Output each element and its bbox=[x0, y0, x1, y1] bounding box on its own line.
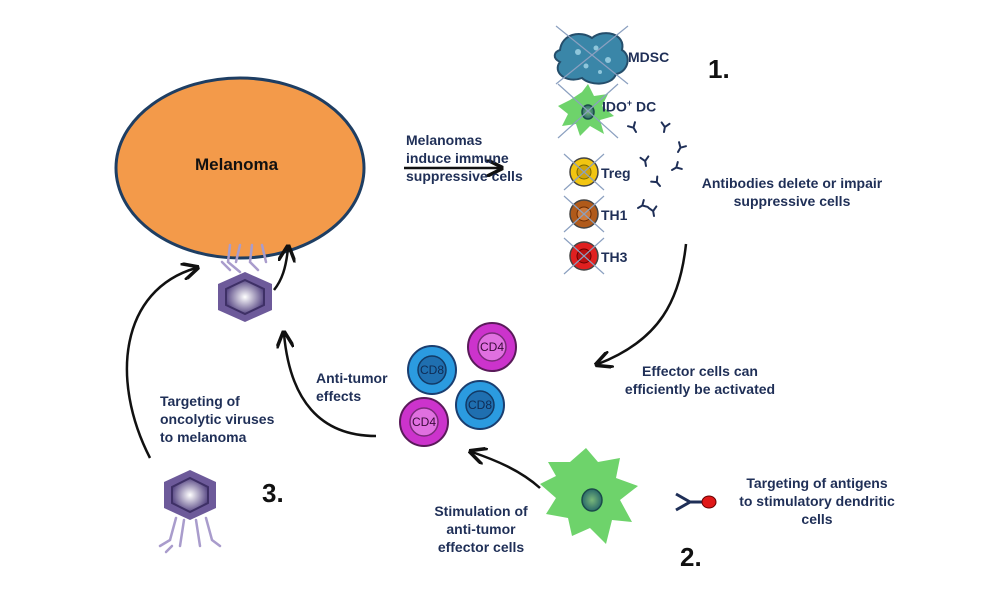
antibody-icons bbox=[627, 121, 687, 217]
melanoma-tumor bbox=[114, 76, 366, 260]
cd4-bottom-label: CD4 bbox=[411, 415, 436, 429]
cd8-cell-bottom bbox=[455, 380, 505, 430]
arrow-activation bbox=[598, 243, 688, 364]
antibodies-label: Antibodies delete or impair suppressive … bbox=[701, 175, 883, 209]
arrow-stimulation bbox=[472, 452, 541, 489]
arrow-antitumor bbox=[284, 334, 377, 438]
ido-dc-label: IDO+ DC bbox=[602, 98, 657, 115]
virus-icon-attached bbox=[218, 272, 272, 322]
step-two-number: 2. bbox=[680, 542, 702, 572]
th1-cell-icon bbox=[563, 195, 605, 233]
th3-cell-icon bbox=[563, 237, 605, 275]
oncolytic-label: Targeting of oncolytic viruses to melano… bbox=[160, 393, 275, 445]
step-one-number: 1. bbox=[708, 54, 730, 84]
ido-dc-cell-icon bbox=[557, 83, 619, 139]
dendritic-cell-icon bbox=[540, 448, 638, 544]
stimulation-label: Stimulation of anti-tumor effector cells bbox=[434, 503, 528, 555]
cd8-top-label: CD8 bbox=[419, 363, 444, 377]
tumor-receptor bbox=[220, 243, 268, 274]
treg-cell-icon bbox=[563, 153, 605, 191]
melanoma-label: Melanoma bbox=[195, 155, 279, 174]
induce-label: Melanomas induce immune suppressive cell… bbox=[406, 132, 523, 184]
cd8-bottom-label: CD8 bbox=[467, 398, 492, 412]
arrow-virus-tumor bbox=[273, 248, 288, 291]
treg-label: Treg bbox=[601, 165, 631, 181]
mdsc-cell-icon bbox=[553, 25, 629, 85]
cd4-cell-bottom bbox=[399, 397, 449, 447]
antitumor-effects-label: Anti-tumor effects bbox=[316, 370, 388, 404]
cd4-cell-top bbox=[467, 322, 517, 372]
virus-icon-free bbox=[158, 470, 222, 554]
antigen-antibody-icon bbox=[675, 492, 717, 512]
th3-label: TH3 bbox=[601, 249, 628, 265]
arrow-oncolytic bbox=[125, 268, 196, 459]
mdsc-label: MDSC bbox=[628, 49, 670, 65]
th1-label: TH1 bbox=[601, 207, 628, 223]
antigen-targeting-label: Targeting of antigens to stimulatory den… bbox=[739, 475, 895, 527]
step-three-number: 3. bbox=[262, 478, 284, 508]
cd8-cell-top bbox=[407, 345, 457, 395]
effector-activated-label: Effector cells can efficiently be activa… bbox=[624, 363, 776, 397]
cd4-top-label: CD4 bbox=[479, 340, 504, 354]
